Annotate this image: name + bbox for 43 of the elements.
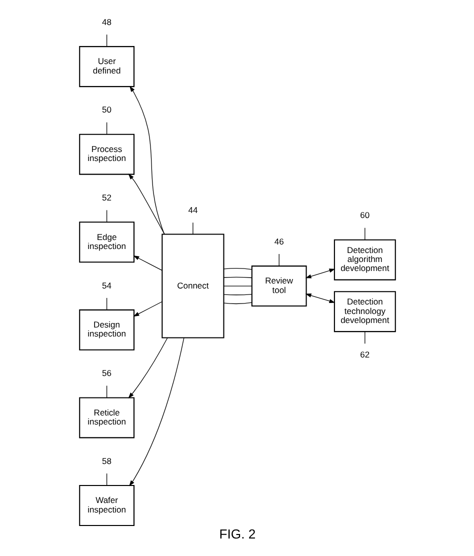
connector: [364, 228, 365, 240]
node-text: 62: [360, 350, 370, 360]
node-box: Design inspection: [78, 309, 134, 350]
node-box: Detection technology development: [333, 291, 396, 332]
connector: [223, 276, 252, 278]
node-text: 58: [102, 456, 112, 466]
arrow: [132, 301, 162, 317]
arrow: [129, 86, 164, 234]
arrow: [132, 255, 162, 271]
node-box: Review tool: [250, 266, 306, 307]
arrow: [304, 294, 335, 304]
node-box: Process inspection: [78, 134, 134, 175]
node-text: 44: [188, 204, 198, 215]
connector: [106, 34, 107, 47]
node-box: Edge inspection: [78, 222, 134, 263]
node-text: 48: [102, 16, 112, 27]
connector: [364, 331, 365, 344]
node-box: Connect: [161, 234, 224, 338]
node-text: 50: [102, 104, 112, 115]
arrow: [128, 338, 184, 486]
connector: [223, 268, 252, 270]
node-text: 52: [102, 192, 112, 202]
arrow: [128, 174, 164, 234]
node-box: Reticle inspection: [78, 397, 134, 438]
node-box: Detection algorithm development: [333, 239, 396, 280]
connector: [223, 302, 252, 304]
node-text: 56: [102, 368, 112, 378]
connector: [192, 222, 193, 235]
node-box: User defined: [78, 46, 134, 88]
connector: [106, 473, 107, 486]
arrow: [304, 268, 335, 278]
node-text: 60: [360, 210, 370, 220]
connector: [106, 385, 107, 398]
connector: [106, 210, 107, 222]
node-text: 54: [102, 280, 112, 290]
arrow: [128, 338, 168, 398]
caption: FIG. 2: [218, 526, 256, 542]
node-box: Wafer inspection: [78, 484, 134, 526]
node-text: 46: [274, 236, 284, 246]
connector: [223, 294, 252, 296]
connector: [106, 298, 107, 310]
connector: [106, 122, 107, 135]
connector: [278, 254, 279, 266]
